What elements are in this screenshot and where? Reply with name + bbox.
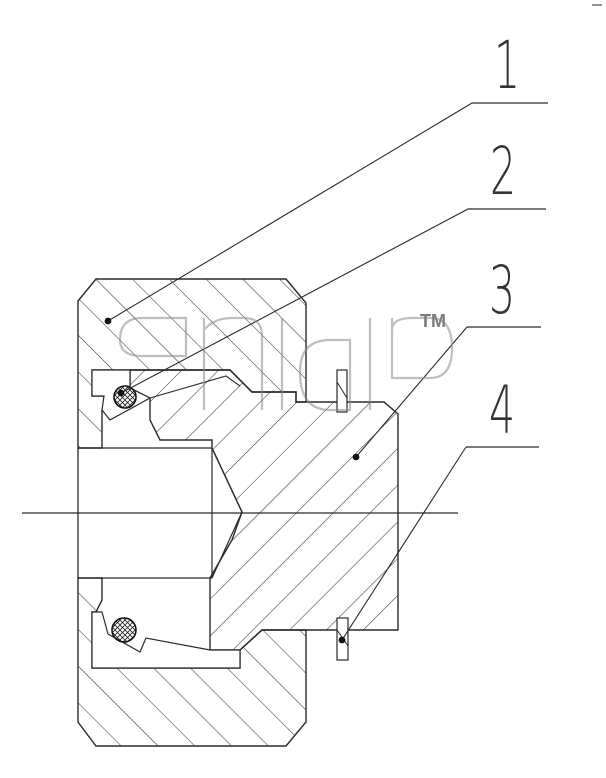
leader-line-2	[117, 208, 546, 397]
callout-label-1: 1	[494, 27, 520, 104]
retaining-pin-upper	[336, 369, 348, 413]
o-ring-lower	[111, 617, 137, 643]
callout-label-3: 3	[489, 252, 515, 329]
fitting-body	[129, 369, 399, 651]
callout-label-2: 2	[490, 133, 516, 210]
leader-line-3	[352, 326, 541, 461]
o-ring-upper	[113, 385, 137, 409]
callout-label-4: 4	[489, 372, 515, 449]
leader-line-1	[104, 102, 548, 325]
seal-groove-lower	[91, 611, 241, 669]
watermark-logo	[118, 316, 454, 412]
leader-line-4	[338, 446, 539, 644]
watermark-tm: TM	[420, 311, 446, 331]
